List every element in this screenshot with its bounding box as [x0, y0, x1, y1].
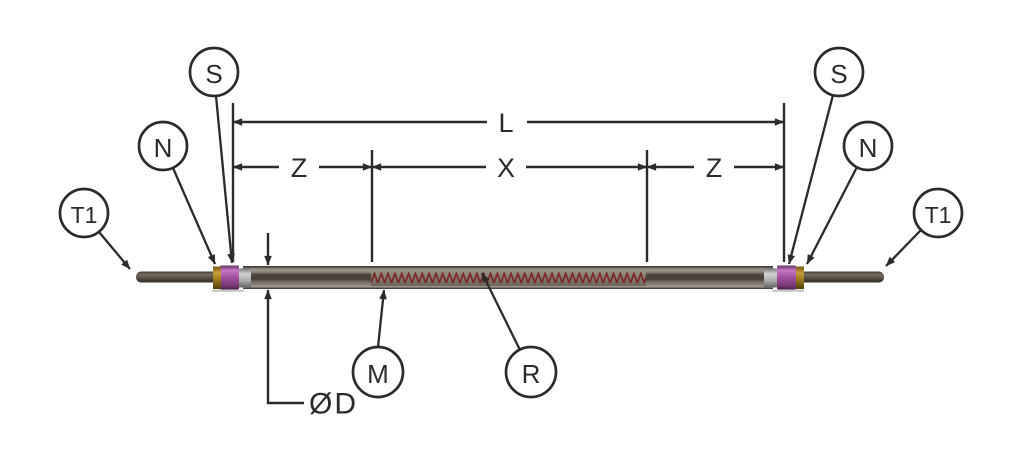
ferrule-left — [238, 268, 251, 288]
callout-label-t1-right: T1 — [925, 202, 952, 228]
leader-s-right — [787, 94, 835, 265]
callout-t1-right: T1 — [912, 187, 964, 239]
callout-label-m: M — [367, 359, 389, 389]
callout-t1-left: T1 — [58, 187, 110, 239]
callout-label-s-left: S — [205, 59, 222, 89]
dim-L: L — [232, 108, 785, 138]
cap-shadow-left — [212, 289, 244, 292]
callout-r: R — [504, 345, 558, 399]
dim-Z-right: Z — [646, 153, 785, 183]
leader-lines — [98, 94, 922, 351]
seal-ring-right — [796, 266, 804, 289]
leader-n-left — [171, 167, 217, 265]
callout-s-right: S — [813, 46, 865, 98]
end-seal-left — [220, 265, 239, 290]
dim-label-X: X — [497, 153, 515, 183]
ferrule-right — [764, 268, 777, 288]
dim-diameter: ØD — [264, 233, 358, 421]
seal-ring-left — [213, 266, 221, 289]
dim-Z-left: Z — [232, 153, 373, 183]
resistance-coil — [371, 272, 646, 285]
cap-shadow-right — [772, 289, 804, 292]
callout-label-r: R — [522, 359, 541, 389]
dim-X: X — [371, 153, 648, 183]
dim-label-Z-left: Z — [291, 153, 308, 183]
end-seal-right — [777, 265, 796, 290]
callout-label-t1-left: T1 — [71, 202, 98, 228]
dim-label-L: L — [498, 108, 513, 138]
callout-label-n-right: N — [859, 133, 878, 163]
callout-label-n-left: N — [154, 133, 173, 163]
lead-wire-left — [136, 271, 220, 283]
leader-s-left — [214, 95, 235, 264]
leader-r — [480, 272, 522, 351]
heater-element — [136, 265, 884, 292]
lead-wire-right — [800, 271, 884, 283]
callout-m: M — [351, 345, 405, 399]
dim-label-Z-right: Z — [706, 153, 723, 183]
callout-n-left: N — [137, 120, 189, 172]
leader-m — [376, 289, 387, 348]
callout-balloons: S N T1 S N T1 M R — [58, 46, 964, 399]
callout-s-left: S — [188, 46, 240, 98]
dimension-lines: L Z X Z ØD — [231, 103, 786, 421]
leader-t1-right — [885, 229, 922, 267]
callout-n-right: N — [842, 120, 894, 172]
callout-label-s-right: S — [830, 59, 847, 89]
leader-t1-left — [98, 231, 131, 270]
dim-label-diameter: ØD — [309, 388, 358, 421]
leader-n-right — [805, 166, 859, 265]
